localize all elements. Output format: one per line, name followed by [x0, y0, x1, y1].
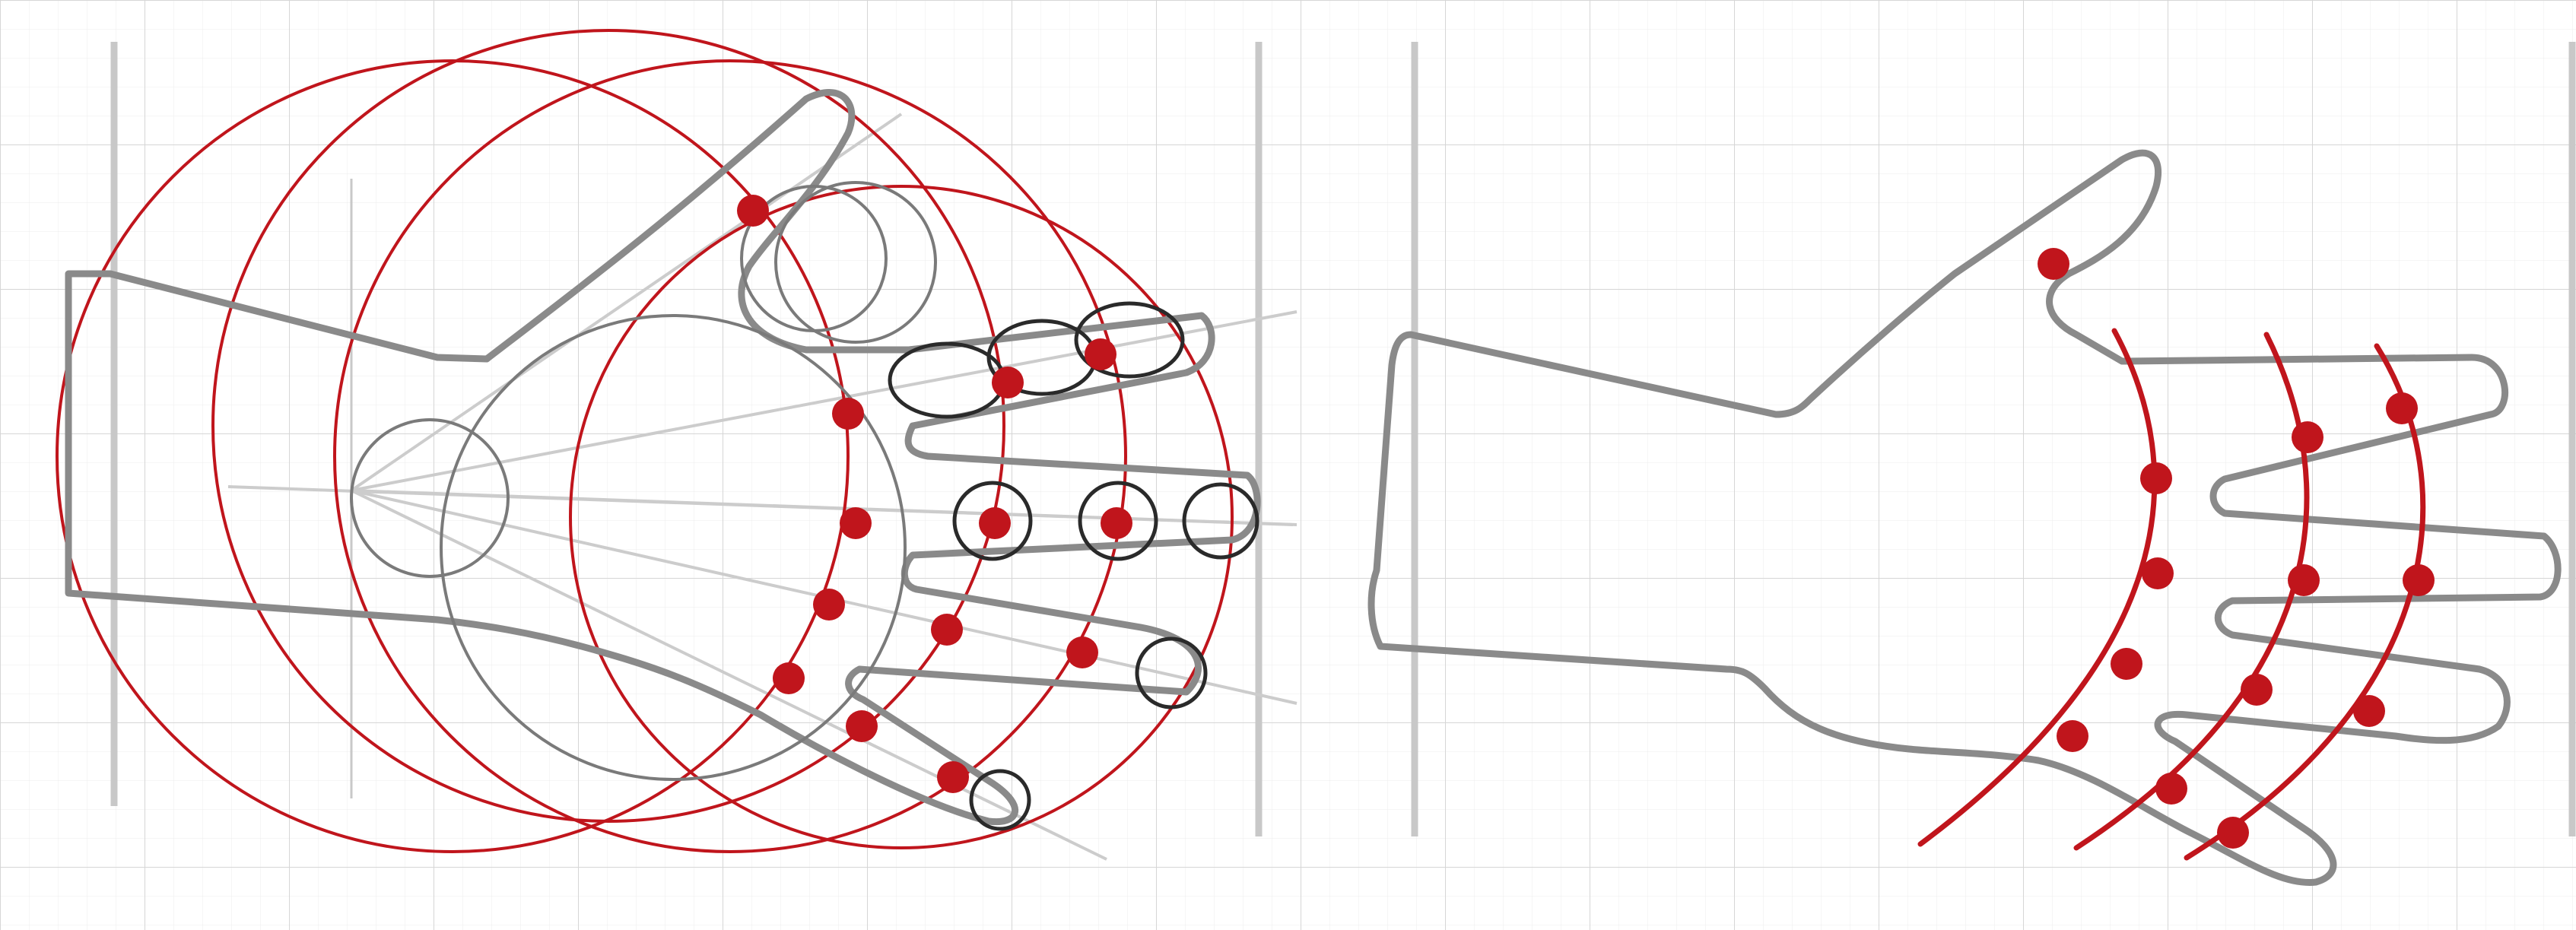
joint-dot-icon: [1101, 507, 1132, 539]
joint-dot-icon: [992, 367, 1024, 398]
joint-dot-icon: [1066, 636, 1098, 668]
joint-dot-icon: [2217, 817, 2249, 849]
joint-dot-icon: [979, 507, 1011, 539]
joint-dot-icon: [2241, 674, 2273, 706]
joint-dot-icon: [931, 614, 963, 646]
joint-dot-icon: [2353, 695, 2385, 727]
joint-dot-icon: [2386, 392, 2418, 424]
joint-dot-icon: [813, 589, 845, 621]
joint-dot-icon: [2057, 720, 2088, 752]
joint-dot-icon: [737, 195, 769, 227]
joint-dot-icon: [2403, 564, 2435, 596]
joint-dot-icon: [1085, 338, 1116, 370]
joint-dot-icon: [2292, 421, 2323, 453]
joint-dot-icon: [832, 398, 864, 430]
joint-dot-icon: [2288, 564, 2320, 596]
joint-dot-icon: [840, 507, 872, 539]
joint-dot-icon: [773, 662, 805, 694]
joint-dot-icon: [2142, 557, 2174, 589]
joint-dot-icon: [2155, 773, 2187, 805]
joint-dot-icon: [846, 710, 878, 742]
joint-dot-icon: [2111, 648, 2142, 680]
joint-dot-icon: [2140, 462, 2172, 494]
joint-dot-icon: [2038, 248, 2069, 280]
joint-dot-icon: [937, 761, 969, 793]
